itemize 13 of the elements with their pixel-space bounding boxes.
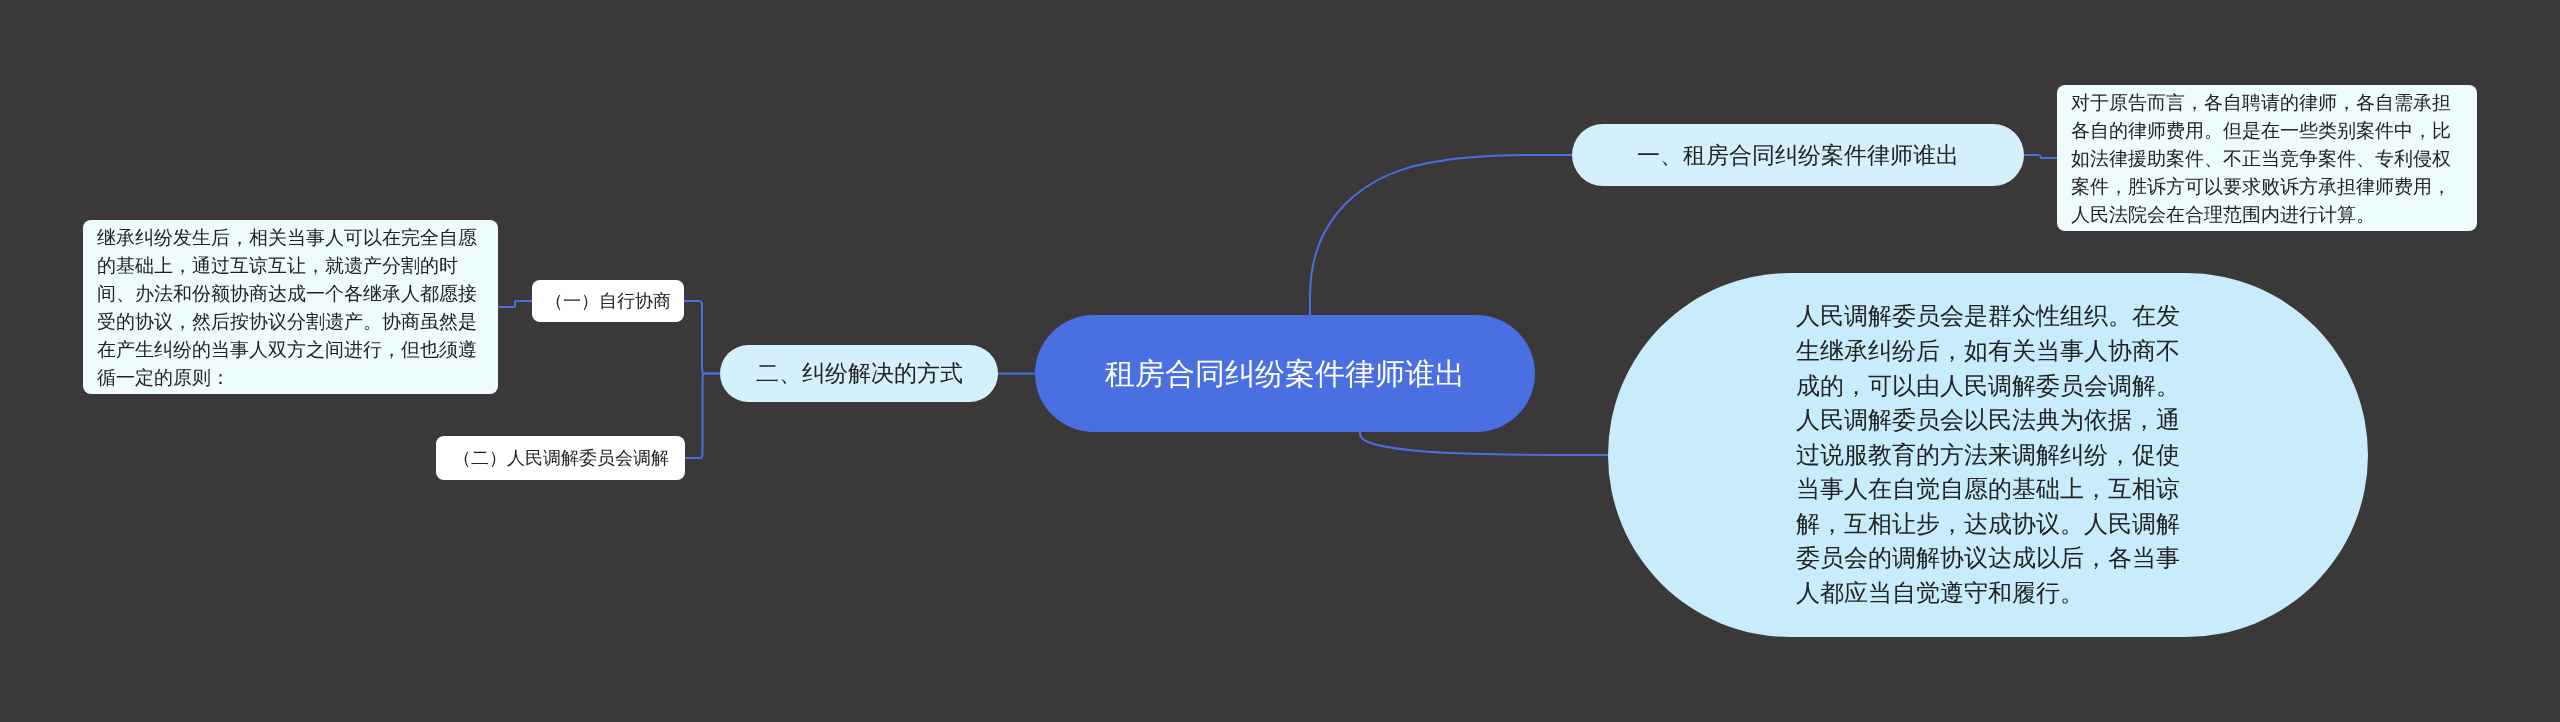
- connector-line: [2023, 154, 2058, 159]
- connector-line: [997, 372, 1036, 375]
- subtopic-box: （一）自行协商: [532, 280, 684, 322]
- topic-box: 一、租房合同纠纷案件律师谁出: [1572, 124, 2024, 186]
- note-box: 继承纠纷发生后，相关当事人可以在完全自愿的基础上，通过互谅互让，就遗产分割的时间、办法和份额协商达成一个各继承人都愿接受的协议，然后按协议分割遗产。协商虽然是在产生纠纷的当事人双方之间进行，但也须遵循一定的原则：: [83, 220, 498, 394]
- connector-line: [684, 372, 721, 459]
- note-box: 对于原告而言，各自聘请的律师，各自需承担各自的律师费用。但是在一些类别案件中，比如法律援助案件、不正当竞争案件、专利侵权案件，胜诉方可以要求败诉方承担律师费用，人民法院会在合理范围内进行计算。: [2057, 85, 2477, 231]
- central-topic: 租房合同纠纷案件律师谁出: [1035, 315, 1535, 432]
- connector-line: [1359, 431, 1609, 456]
- topic-box: 二、纠纷解决的方式: [720, 345, 998, 402]
- subtopic-box: （二）人民调解委员会调解: [436, 436, 685, 480]
- connector-line: [1309, 154, 1573, 316]
- connector-line: [497, 300, 533, 308]
